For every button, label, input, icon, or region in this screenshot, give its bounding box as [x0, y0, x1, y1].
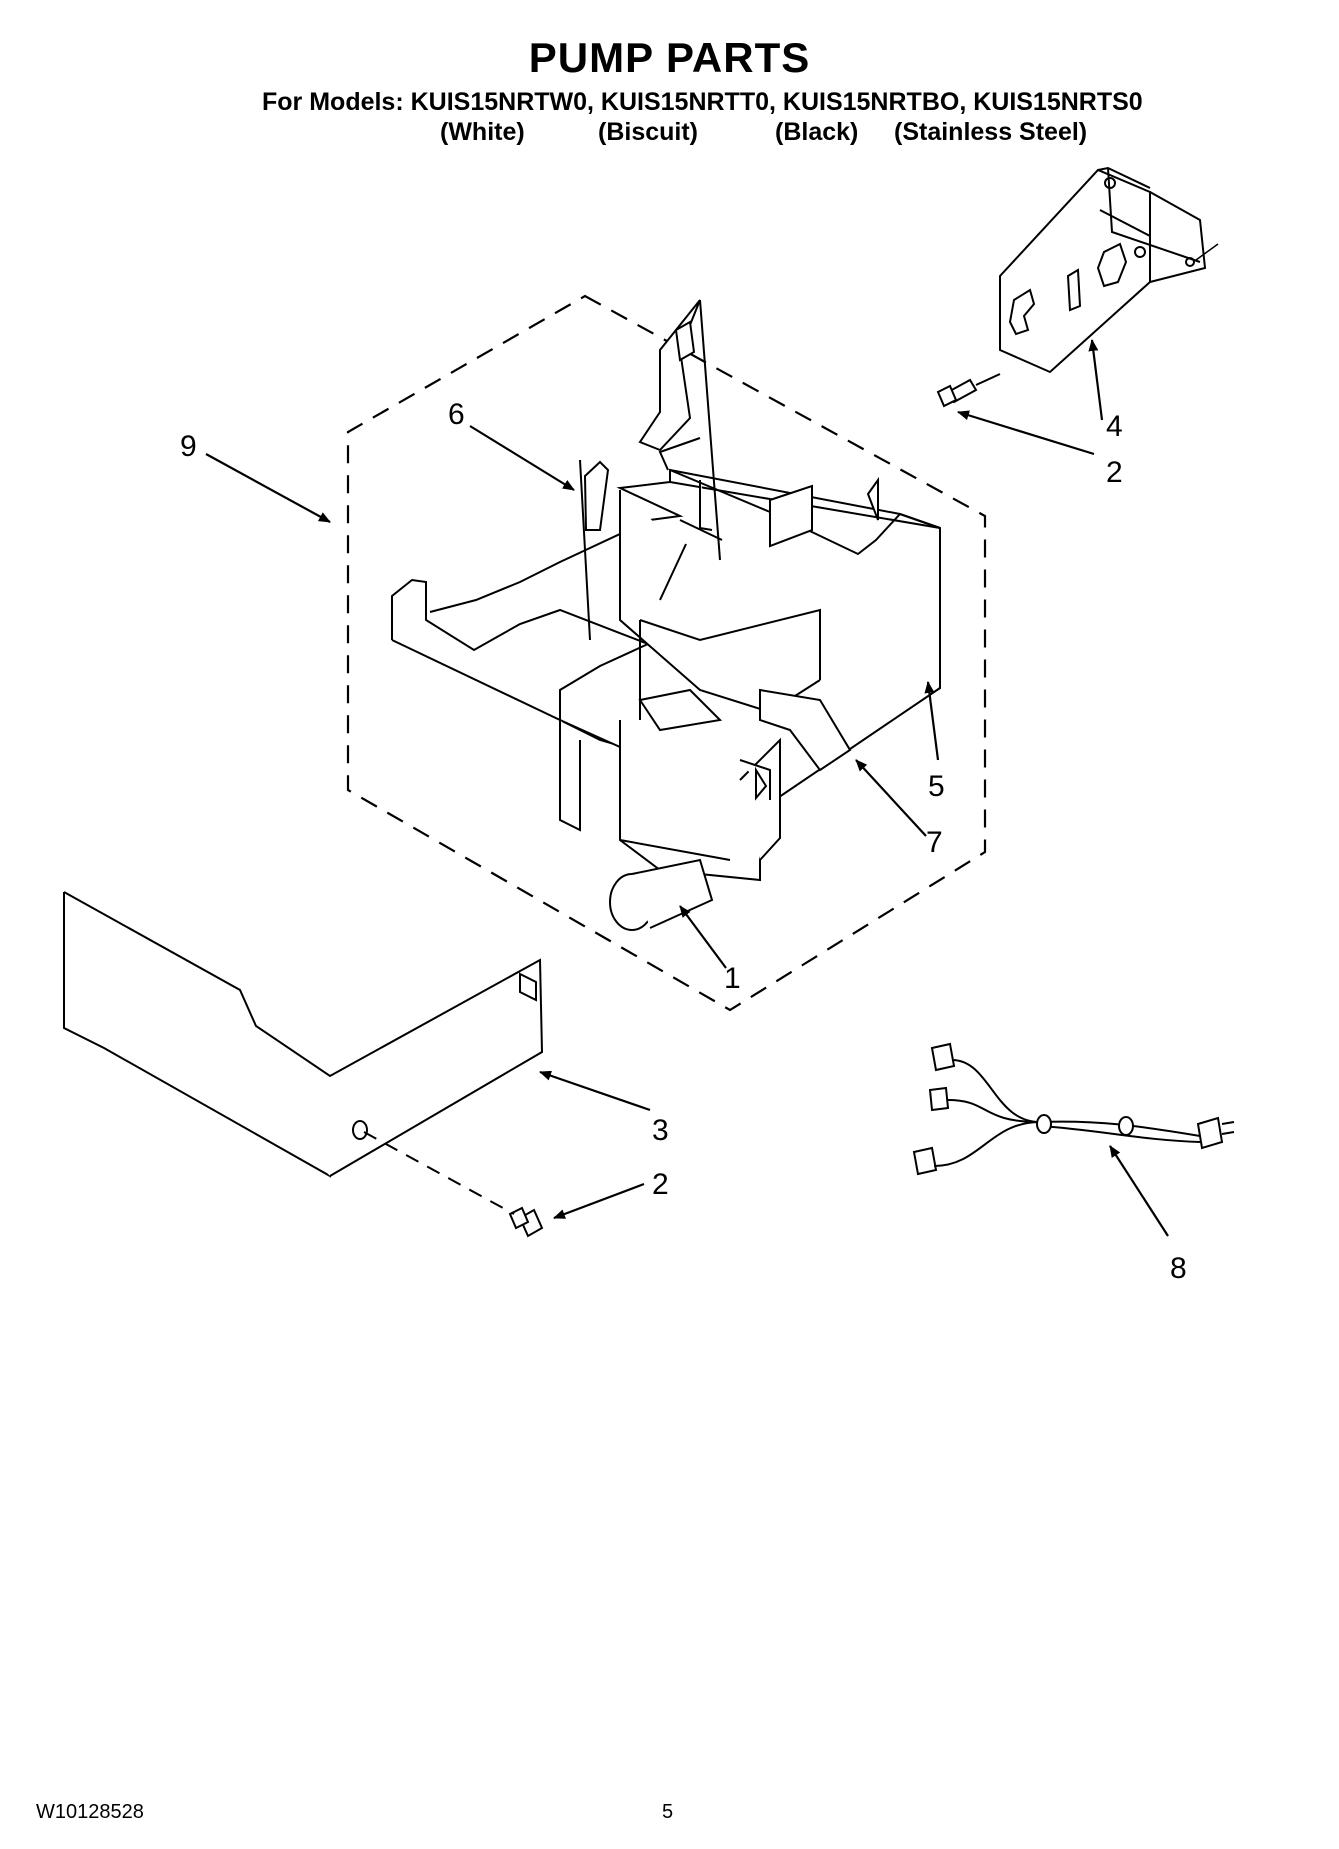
- wire-harness-icon: [912, 1042, 1235, 1176]
- cover-panel-icon: [63, 891, 544, 1178]
- callout-3: 3: [652, 1114, 669, 1147]
- callout-5: 5: [928, 770, 945, 803]
- callout-6: 6: [448, 398, 465, 431]
- page-title: PUMP PARTS: [528, 34, 811, 81]
- variant-black: (Black): [775, 118, 859, 146]
- document-number: W10128528: [36, 1801, 144, 1823]
- leader-arrows: [205, 339, 1169, 1237]
- models-line: For Models: KUIS15NRTW0, KUIS15NRTT0, KU…: [262, 88, 1143, 116]
- screw-icon: [363, 1131, 544, 1238]
- callout-4: 4: [1106, 410, 1123, 443]
- callout-7: 7: [926, 826, 943, 859]
- assembly-boundary: [346, 294, 987, 1012]
- screw-icon: [936, 373, 1001, 408]
- variant-stainless: (Stainless Steel): [894, 118, 1088, 146]
- pump-tray-icon: [391, 299, 941, 931]
- callout-1: 1: [724, 962, 741, 995]
- callout-2-upper: 2: [1106, 456, 1123, 489]
- mounting-bracket-icon: [999, 166, 1219, 374]
- page-number: 5: [662, 1801, 674, 1823]
- callout-9: 9: [180, 430, 197, 463]
- callout-2-lower: 2: [652, 1168, 669, 1201]
- callout-8: 8: [1170, 1252, 1187, 1285]
- variant-white: (White): [440, 118, 525, 146]
- variant-biscuit: (Biscuit): [598, 118, 698, 146]
